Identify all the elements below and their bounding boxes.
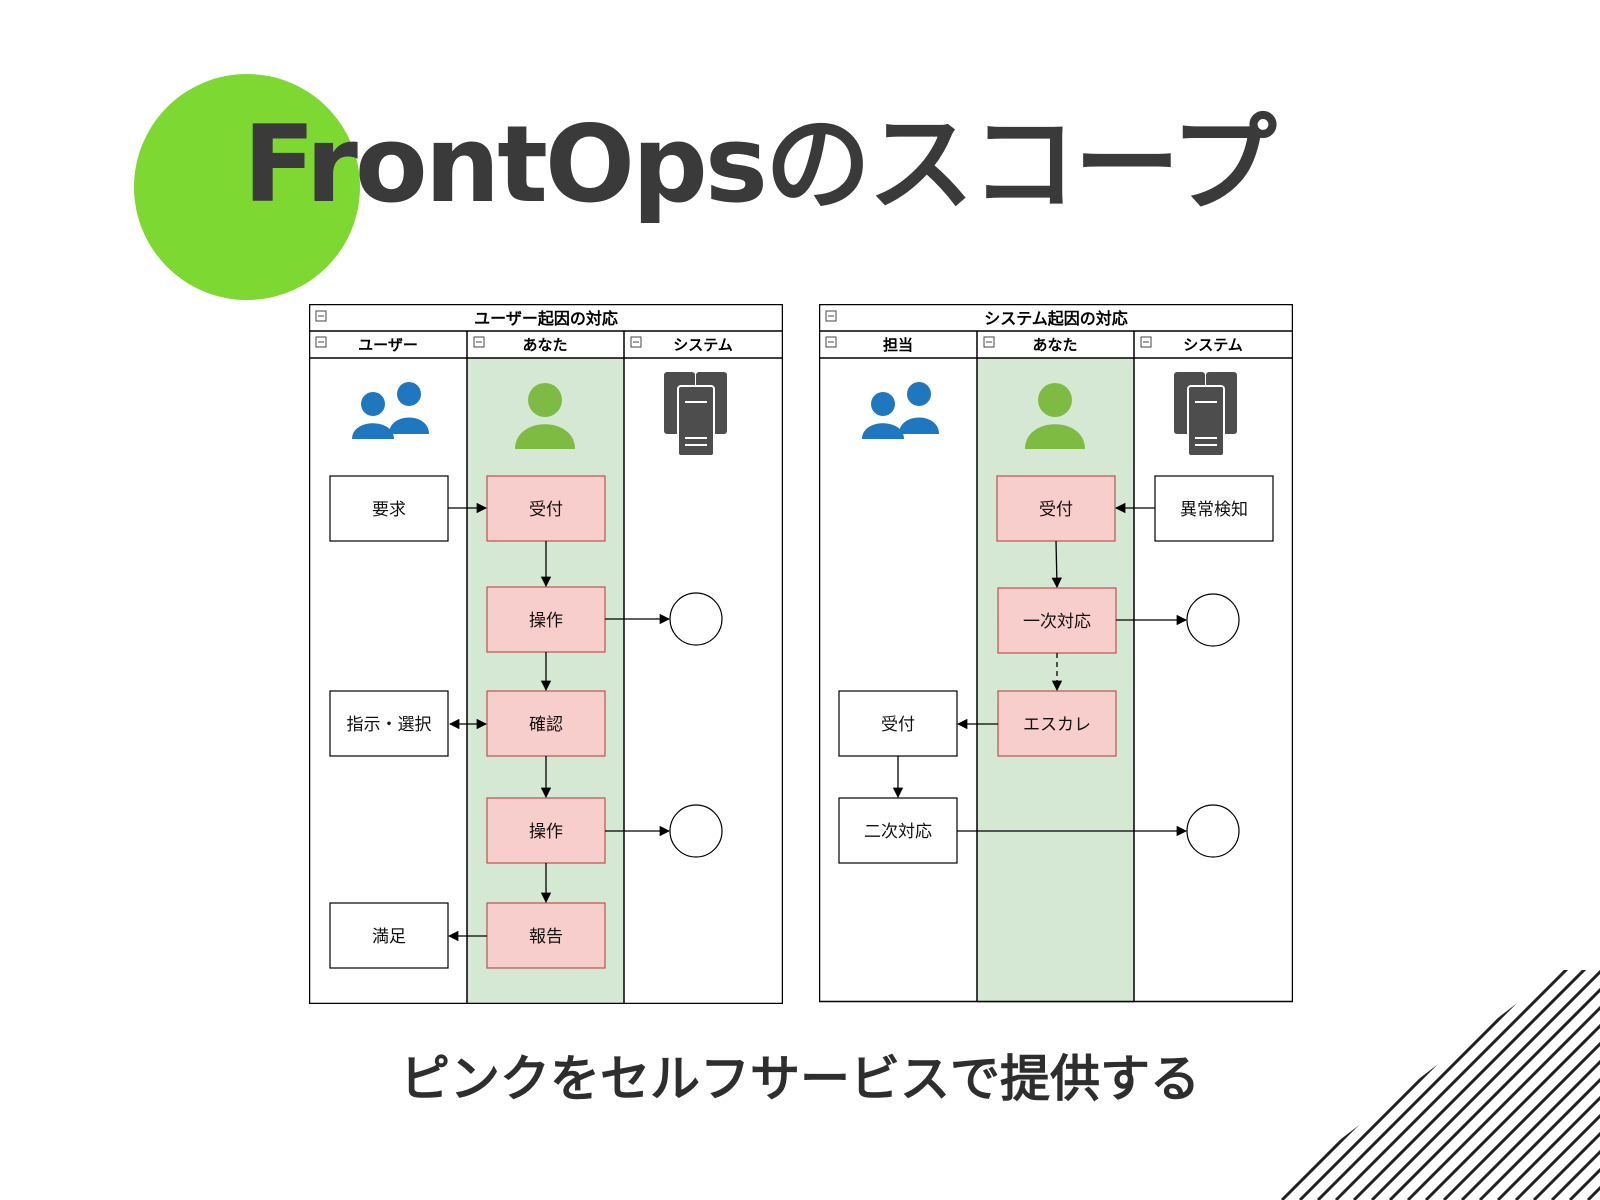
lane-label-user: ユーザー	[358, 336, 418, 354]
end-event-circle	[669, 592, 723, 646]
box-second-response-label: 二次対応	[864, 822, 932, 842]
users-icon	[352, 382, 429, 439]
box-receive-label: 受付	[1039, 500, 1073, 520]
box-operate-1-label: 操作	[529, 611, 563, 631]
page-title: FrontOpsのスコープ	[243, 103, 1277, 226]
pool-title: ユーザー起因の対応	[474, 309, 618, 328]
hatch-line	[1550, 970, 1600, 1200]
end-event-circle	[1186, 804, 1240, 858]
person-icon	[515, 383, 575, 449]
green-circle-accent	[134, 74, 360, 300]
hatch-line	[1352, 970, 1591, 1200]
end-event-circle	[1186, 593, 1240, 647]
collapse-icon[interactable]	[1140, 336, 1152, 348]
collapse-icon[interactable]	[315, 336, 327, 348]
hatch-line	[1370, 970, 1600, 1200]
diagram-system-initiated: システム起因の対応 担当 あなた システム 受付 異常検知 一次対応 受	[818, 303, 1294, 1008]
hatch-line	[1496, 970, 1600, 1200]
box-owner-receive	[838, 690, 958, 757]
box-first-response	[997, 587, 1117, 654]
hatch-line	[1406, 970, 1600, 1200]
person-icon	[1025, 383, 1085, 449]
decorative-hatch	[1280, 970, 1600, 1200]
box-receive-label: 受付	[529, 500, 563, 520]
hatch-line	[1460, 970, 1600, 1200]
diagram-user-initiated: ユーザー起因の対応 ユーザー あなた システム 要求 受付 操作 指示・	[308, 303, 784, 1008]
hatch-line	[1532, 970, 1600, 1200]
hatch-line	[1388, 970, 1600, 1200]
box-escalate	[997, 690, 1117, 757]
box-confirm	[486, 690, 606, 757]
box-receive	[486, 475, 606, 542]
collapse-icon[interactable]	[983, 336, 995, 348]
pool-frame	[818, 303, 1294, 1003]
hatch-line	[1478, 970, 1600, 1200]
box-request	[329, 475, 449, 542]
lane-label-you: あなた	[1032, 336, 1077, 354]
hatch-line	[1280, 970, 1519, 1200]
lane-label-you: あなた	[522, 336, 567, 354]
pool-title: システム起因の対応	[984, 309, 1128, 328]
hatch-line	[1298, 970, 1537, 1200]
flow-arrows	[892, 502, 1188, 837]
collapse-icon[interactable]	[315, 310, 327, 322]
lane-label-system: システム	[673, 336, 733, 354]
box-anomaly-detect	[1154, 475, 1274, 542]
box-operate-1	[486, 586, 606, 653]
box-confirm-label: 確認	[529, 715, 563, 735]
box-operate-2	[486, 797, 606, 864]
hatch-line	[1514, 970, 1600, 1200]
hatch-line	[1334, 970, 1573, 1200]
server-icon	[664, 372, 727, 457]
pool-frame	[308, 303, 784, 1005]
end-event-circle	[669, 804, 723, 858]
collapse-icon[interactable]	[630, 336, 642, 348]
box-operate-2-label: 操作	[529, 822, 563, 842]
users-icon	[862, 382, 939, 439]
box-first-response-label: 一次対応	[1023, 612, 1091, 632]
hatch-line	[1424, 970, 1600, 1200]
collapse-icon[interactable]	[825, 336, 837, 348]
page-subtitle: ピンクをセルフサービスで提供する	[400, 1050, 1200, 1108]
server-icon	[1174, 372, 1237, 457]
collapse-icon[interactable]	[473, 336, 485, 348]
box-instruct-select-label: 指示・選択	[347, 715, 432, 735]
box-anomaly-detect-label: 異常検知	[1180, 500, 1248, 520]
box-owner-receive-label: 受付	[881, 715, 915, 735]
collapse-icon[interactable]	[825, 310, 837, 322]
flow-arrows	[447, 502, 671, 942]
box-request-label: 要求	[372, 500, 406, 520]
box-report-label: 報告	[529, 927, 563, 947]
lane-label-system: システム	[1183, 336, 1243, 354]
hatch-line	[1442, 970, 1600, 1200]
box-satisfied	[329, 902, 449, 969]
lane-label-owner: 担当	[883, 336, 913, 354]
box-instruct-select	[329, 690, 449, 757]
lane-you-highlight	[976, 357, 1135, 1003]
box-satisfied-label: 満足	[372, 927, 406, 947]
hatch-line	[1316, 970, 1555, 1200]
box-escalate-label: エスカレ	[1023, 715, 1091, 735]
